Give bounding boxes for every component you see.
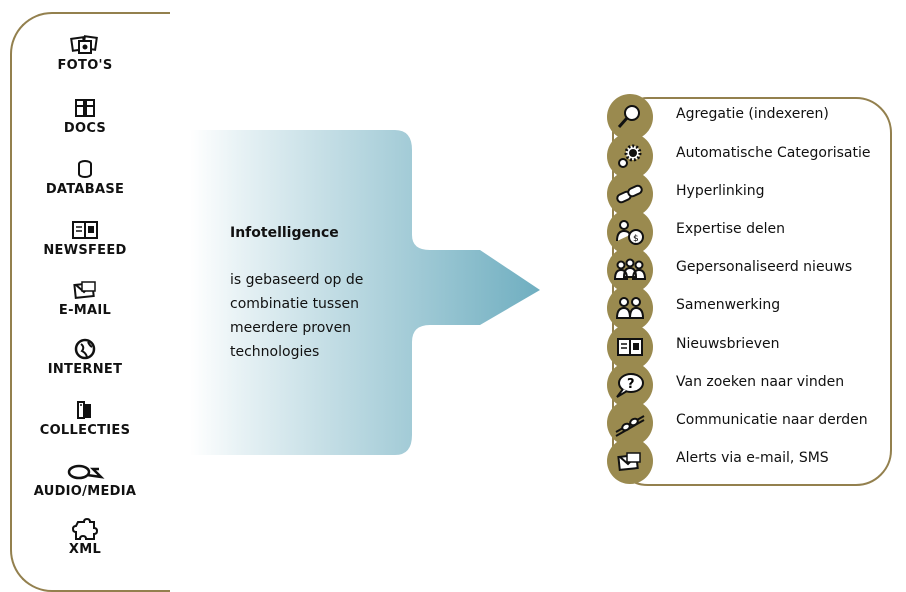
feature-item-samenwerking: Samenwerking bbox=[607, 285, 897, 331]
source-label: DATABASE bbox=[45, 182, 125, 197]
envelope-icon bbox=[607, 438, 653, 484]
feature-label: Van zoeken naar vinden bbox=[676, 374, 845, 390]
feature-label: Automatische Categorisatie bbox=[676, 145, 871, 161]
photos-icon bbox=[10, 34, 160, 58]
chain-link-icon bbox=[607, 171, 653, 217]
envelope-icon bbox=[10, 279, 160, 303]
source-label: NEWSFEED bbox=[43, 243, 127, 258]
disc-icon bbox=[10, 460, 160, 484]
source-label: XML bbox=[68, 542, 102, 557]
feature-label: Expertise delen bbox=[676, 221, 785, 237]
source-item-newsfeed: NEWSFEED bbox=[10, 219, 160, 258]
description-line: is gebaseerd op de bbox=[230, 272, 364, 288]
source-item-photos: FOTO'S bbox=[10, 34, 160, 73]
source-label: E-MAIL bbox=[58, 303, 112, 318]
source-item-docs: DOCS bbox=[10, 97, 160, 136]
description-line: combinatie tussen bbox=[230, 296, 360, 312]
feature-item-nieuwsbrieven: Nieuwsbrieven bbox=[607, 324, 897, 370]
two-people-icon bbox=[607, 285, 653, 331]
process-arrow bbox=[190, 130, 550, 460]
feature-label: Gepersonaliseerd nieuws bbox=[676, 259, 853, 275]
source-item-xml: XML bbox=[10, 518, 160, 557]
feature-label: Communicatie naar derden bbox=[676, 412, 868, 428]
source-label: FOTO'S bbox=[57, 58, 113, 73]
feature-label: Nieuwsbrieven bbox=[676, 336, 780, 352]
books-icon bbox=[10, 399, 160, 423]
feature-item-agregatie: Agregatie (indexeren) bbox=[607, 94, 897, 140]
feature-item-alerts: Alerts via e-mail, SMS bbox=[607, 438, 897, 484]
source-label: INTERNET bbox=[47, 362, 123, 377]
feature-item-hyperlinking: Hyperlinking bbox=[607, 171, 897, 217]
feature-label: Alerts via e-mail, SMS bbox=[676, 450, 829, 466]
center-description: is gebaseerd op de combinatie tussen mee… bbox=[230, 268, 400, 364]
globe-icon bbox=[10, 338, 160, 362]
magnifier-icon bbox=[607, 94, 653, 140]
group-icon bbox=[607, 247, 653, 293]
feature-item-expertise: $ Expertise delen bbox=[607, 209, 897, 255]
feature-item-zoeken: ? Van zoeken naar vinden bbox=[607, 362, 897, 408]
source-label: COLLECTIES bbox=[39, 423, 131, 438]
database-icon bbox=[10, 158, 160, 182]
description-line: technologies bbox=[230, 344, 320, 360]
feature-item-categorisatie: Automatische Categorisatie bbox=[607, 133, 897, 179]
feature-label: Agregatie (indexeren) bbox=[676, 106, 829, 122]
newspaper-icon bbox=[10, 219, 160, 243]
source-item-internet: INTERNET bbox=[10, 338, 160, 377]
svg-text:$: $ bbox=[633, 234, 639, 244]
center-title: Infotelligence bbox=[230, 225, 339, 241]
source-item-collecties: COLLECTIES bbox=[10, 399, 160, 438]
feature-label: Samenwerking bbox=[676, 297, 781, 313]
puzzle-icon bbox=[10, 518, 160, 542]
feature-label: Hyperlinking bbox=[676, 183, 765, 199]
docs-icon bbox=[10, 97, 160, 121]
svg-text:?: ? bbox=[627, 377, 635, 392]
feature-item-communicatie: Communicatie naar derden bbox=[607, 400, 897, 446]
source-item-audio-media: AUDIO/MEDIA bbox=[10, 460, 160, 499]
source-label: DOCS bbox=[63, 121, 107, 136]
source-item-database: DATABASE bbox=[10, 158, 160, 197]
description-line: meerdere proven bbox=[230, 320, 352, 336]
feature-item-nieuws: Gepersonaliseerd nieuws bbox=[607, 247, 897, 293]
source-item-email: E-MAIL bbox=[10, 279, 160, 318]
source-label: AUDIO/MEDIA bbox=[33, 484, 137, 499]
